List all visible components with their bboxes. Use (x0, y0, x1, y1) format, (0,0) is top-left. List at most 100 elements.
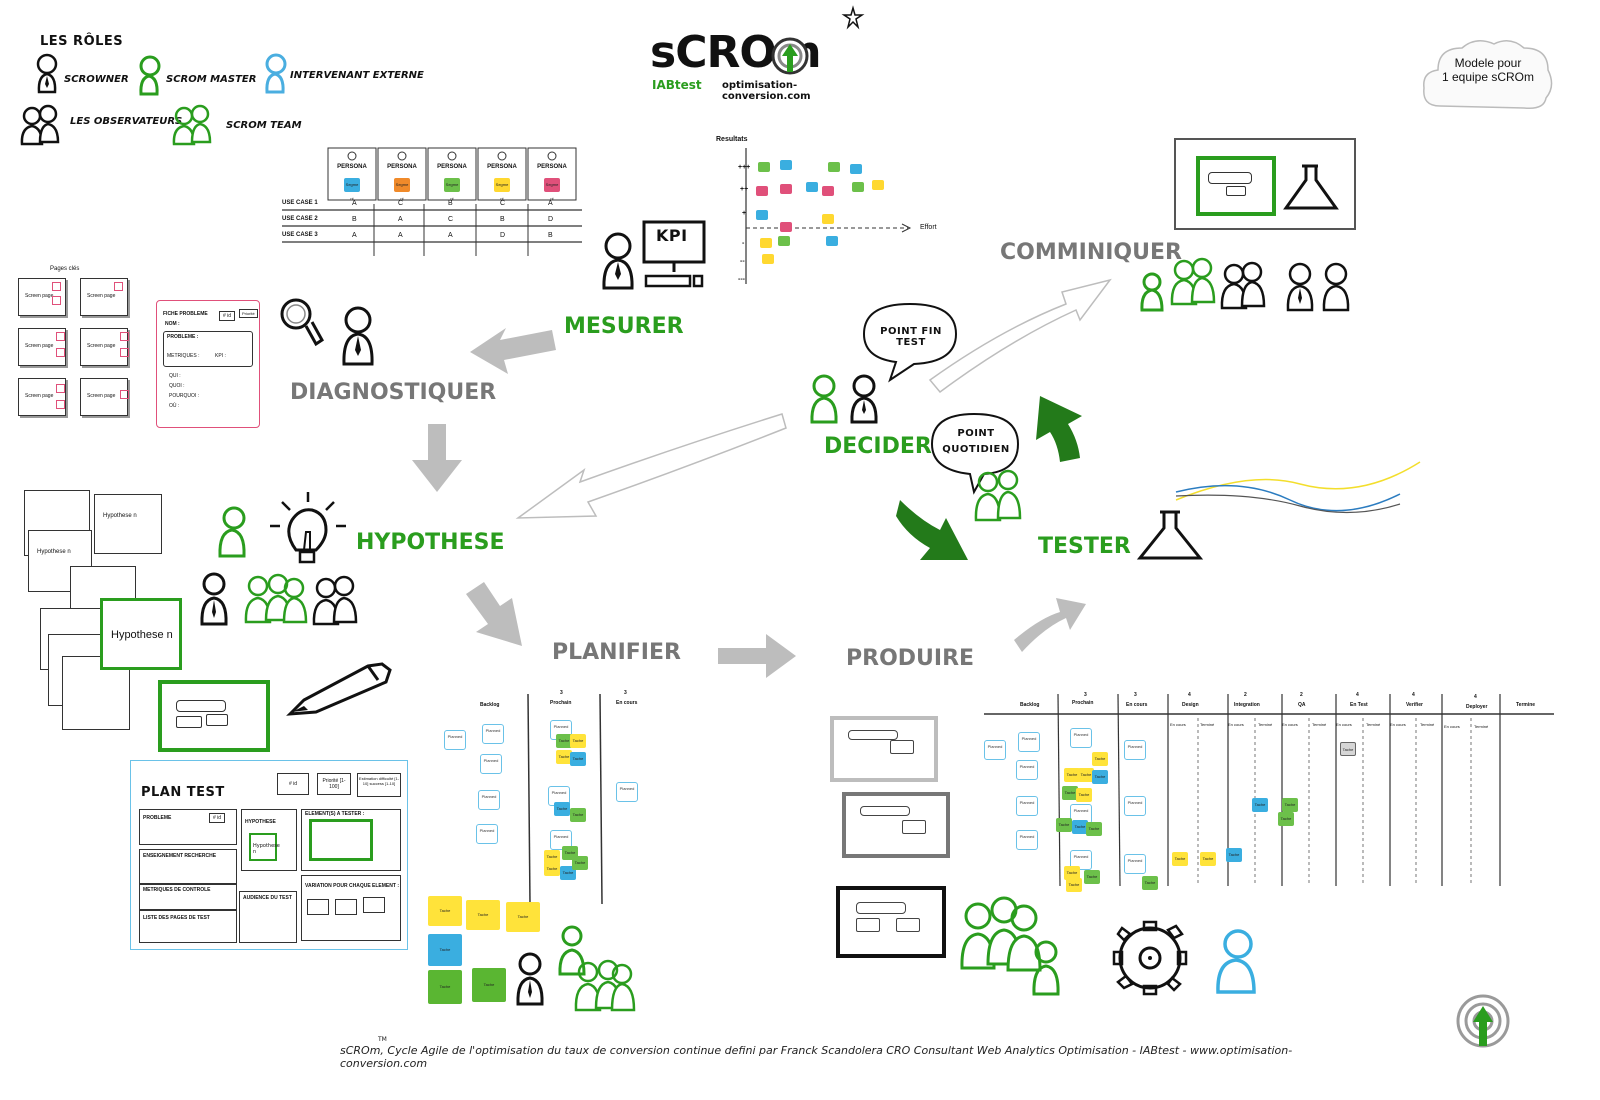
sticky-note: Tache (1200, 852, 1216, 866)
screen-label-6: Screen page (87, 393, 116, 399)
produce-screen-2 (842, 792, 950, 858)
sticky-note (822, 186, 834, 196)
sticky-note: Tache (1078, 768, 1094, 782)
fiche-probleme: FICHE PROBLEME NOM : # id Priorité PROBL… (156, 300, 260, 428)
communication-flask-icon (1283, 164, 1339, 210)
matrix-level-3: + (742, 210, 747, 217)
sticky-note (822, 214, 834, 224)
matrix-xlabel: Effort (920, 224, 937, 231)
scrowner-icon (36, 53, 58, 94)
role-scrom-team-label: SCROM TEAM (226, 120, 302, 131)
big-board-col-en-test: En Test (1350, 702, 1368, 708)
screens-title: Pages clés (50, 266, 80, 272)
stage-decider: DECIDER (824, 434, 932, 459)
sticky-note: Tache (556, 734, 572, 748)
big-board-col-integration: Integration (1234, 702, 1260, 708)
persona-table: PERSONA PERSONA PERSONA PERSONA PERSONA … (282, 144, 588, 256)
small-board-limit-2: 3 (560, 690, 563, 696)
lightbulb-icon (270, 492, 346, 564)
role-scrowner-label: SCROWNER (64, 74, 129, 85)
sticky-note: Tache (1340, 742, 1356, 756)
logo-site: optimisation-conversion.com (722, 80, 811, 102)
fiche-title: FICHE PROBLEME (163, 311, 208, 317)
plan-test-problem-id: # id (209, 813, 226, 823)
planned-note: Planned (444, 730, 466, 750)
communication-board (1174, 138, 1356, 230)
big-board-limit-integration: 2 (1244, 692, 1247, 698)
cell-1-5: A (548, 200, 553, 207)
plan-test-variation: VARIATION POUR CHAQUE ELEMENT : (305, 883, 399, 889)
fiche-metriques: METRIQUES : (167, 353, 200, 359)
cell-3-1: A (352, 232, 357, 239)
fiche-probleme: PROBLEME : (167, 334, 199, 340)
fiche-priorite: Priorité (239, 309, 258, 318)
planned-note: Planned (482, 724, 504, 744)
production-team-icon (960, 896, 1060, 996)
planned-note: Planned (1016, 830, 1038, 850)
big-board-limit-design: 4 (1188, 692, 1191, 698)
persona-header-2: PERSONA (387, 164, 417, 170)
roles-title: LES RÔLES (40, 34, 124, 49)
cell-1-2: C (398, 200, 404, 207)
planned-note: Planned (1124, 796, 1146, 816)
hypothesis-team-icon (200, 572, 358, 626)
sticky-note: Tache (1064, 768, 1080, 782)
tester-wave-grey (1175, 494, 1401, 514)
sub-termine-verifier: Terminé (1420, 722, 1435, 727)
external-contributor-icon (1216, 929, 1256, 994)
sticky-note: Tache (556, 750, 572, 764)
hypothesis-master-icon (218, 506, 246, 558)
sticky-note (826, 236, 838, 246)
sticky-note (778, 236, 790, 246)
sticky-note (872, 180, 884, 190)
matrix-level-1: +++ (738, 164, 751, 171)
use-case-2-label: USE CASE 2 (282, 216, 318, 222)
planning-team-icon (516, 925, 636, 1012)
cell-2-1: B (352, 216, 357, 223)
fiche-qui: QUI : (169, 373, 181, 379)
sub-en-cours-design: En cours (1170, 722, 1186, 727)
sticky-note: Tache (1172, 852, 1188, 866)
role-intervenant-label: INTERVENANT EXTERNE (290, 70, 424, 81)
cell-2-4: B (500, 216, 505, 223)
sticky-note: Tache (1086, 822, 1102, 836)
planned-note: Planned (1070, 728, 1092, 748)
loose-tache-4: Tache (428, 934, 462, 966)
cloud-shape (1423, 40, 1553, 110)
magnifier-icon (280, 298, 324, 347)
sub-en-cours-deployer: En cours (1444, 724, 1460, 729)
sticky-note (762, 254, 774, 264)
planned-note: Planned (1070, 850, 1092, 870)
cloud-line-2: 1 equipe sCROm (1441, 70, 1535, 84)
sub-termine-deployer: Terminé (1474, 724, 1489, 729)
big-board-limit-en-test: 4 (1356, 692, 1359, 698)
plan-test-hypothese: HYPOTHESE (245, 819, 276, 825)
kpi-label: KPI (656, 226, 688, 245)
stage-diagnostiquer: DIAGNOSTIQUER (290, 380, 497, 405)
plan-test-id: # id (277, 773, 309, 795)
sticky-note: Tache (1066, 878, 1082, 892)
persona-tag-1: Segme nt (344, 178, 360, 201)
tester-wave-blue (1175, 484, 1401, 512)
sticky-note (756, 210, 768, 220)
big-board-col-prochain: Prochain (1072, 700, 1094, 706)
big-board-col-termine: Termine (1516, 702, 1536, 708)
use-case-3-label: USE CASE 3 (282, 232, 318, 238)
produce-screen-3 (836, 886, 946, 958)
sticky-note: Tache (570, 752, 586, 766)
arrow-hypothese-planifier (466, 582, 522, 646)
big-board-limit-verifier: 4 (1412, 692, 1415, 698)
sub-en-cours-qa: En cours (1282, 722, 1298, 727)
bubble-fin-test (862, 302, 958, 383)
cloud-text: Modele pour 1 equipe sCROm (1426, 56, 1550, 84)
monitor-icon (642, 220, 706, 288)
production-board: Backlog 3 Prochain 3 En cours 4 Design 2… (980, 690, 1558, 892)
loose-tache-1: Tache (428, 896, 462, 926)
sticky-note (828, 162, 840, 172)
footer-logo-icon (1456, 994, 1510, 1048)
hypothesis-card-main: Hypothese n (100, 598, 182, 670)
sub-termine-integration: Terminé (1258, 722, 1273, 727)
persona-header-3: PERSONA (437, 164, 467, 170)
sticky-note: Tache (554, 802, 570, 816)
matrix-level-4: - (742, 240, 745, 247)
